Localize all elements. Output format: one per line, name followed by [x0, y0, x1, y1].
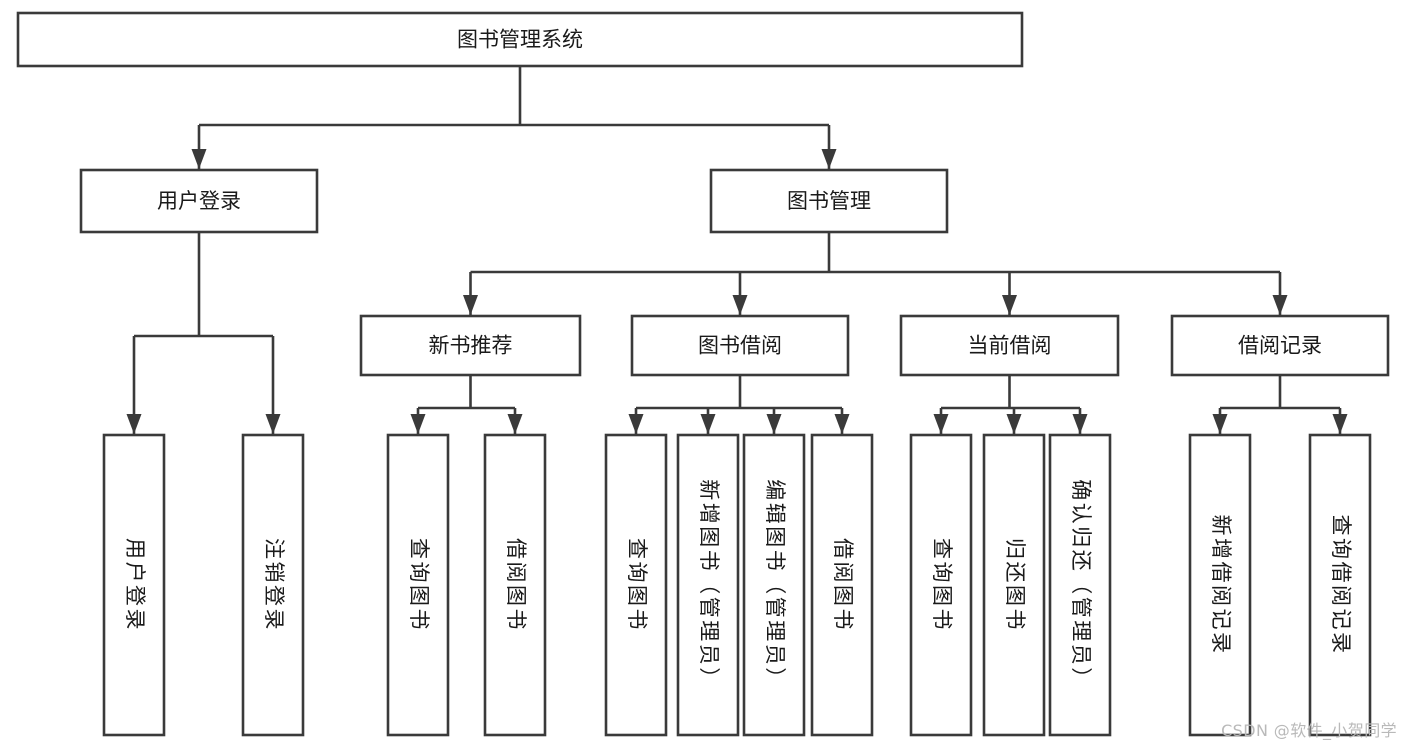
node-box — [79, 168, 319, 234]
arrow-head-icon — [628, 414, 644, 434]
arrow-head-icon — [191, 149, 207, 169]
leaf-box — [742, 433, 806, 737]
arrow-head-icon — [265, 414, 281, 434]
leaf-label: 查询图书 — [407, 538, 431, 632]
arrow-head-icon — [410, 414, 426, 434]
arrow-head-icon — [933, 414, 949, 434]
node-label: 图书管理 — [787, 189, 871, 213]
node-box — [630, 314, 850, 377]
leaf-label: 查询图书 — [625, 538, 649, 632]
node-borrow-record[interactable]: 借阅记录 — [1170, 314, 1390, 377]
node-box — [1170, 314, 1390, 377]
leaf-box — [483, 433, 547, 737]
node-leaf-query-book-2[interactable]: 查询图书 — [604, 433, 668, 737]
node-label: 图书管理系统 — [457, 28, 583, 52]
node-new-book-recommend[interactable]: 新书推荐 — [359, 314, 582, 377]
node-box — [899, 314, 1120, 377]
arrow-head-icon — [1072, 414, 1088, 434]
node-leaf-borrow-book-2[interactable]: 借阅图书 — [810, 433, 874, 737]
leaf-label: 编辑图书（管理员） — [763, 479, 787, 691]
arrow-head-icon — [732, 295, 748, 315]
node-leaf-query-book-3[interactable]: 查询图书 — [909, 433, 973, 737]
arrow-head-icon — [1212, 414, 1228, 434]
leaf-label: 新增借阅记录 — [1209, 515, 1233, 656]
leaf-label: 确认归还（管理员） — [1069, 479, 1093, 691]
node-leaf-edit-book[interactable]: 编辑图书（管理员） — [742, 433, 806, 737]
arrow-head-icon — [700, 414, 716, 434]
node-current-borrow[interactable]: 当前借阅 — [899, 314, 1120, 377]
leaf-box — [676, 433, 740, 737]
arrow-head-icon — [834, 414, 850, 434]
arrow-head-icon — [463, 295, 478, 315]
leaf-box — [102, 433, 166, 737]
node-user-login[interactable]: 用户登录 — [79, 168, 319, 234]
leaf-label: 借阅图书 — [831, 538, 855, 632]
arrow-head-icon — [1002, 295, 1017, 315]
node-leaf-query-book-1[interactable]: 查询图书 — [386, 433, 450, 737]
node-leaf-query-record[interactable]: 查询借阅记录 — [1308, 433, 1372, 737]
leaf-label: 查询借阅记录 — [1329, 515, 1353, 656]
arrow-head-icon — [507, 414, 523, 434]
arrow-head-icon — [126, 414, 142, 434]
watermark-text: CSDN @软件_小贺同学 — [1221, 721, 1397, 740]
node-leaf-add-book[interactable]: 新增图书（管理员） — [676, 433, 740, 737]
arrow-head-icon — [821, 149, 837, 169]
leaf-label: 用户登录 — [123, 538, 147, 632]
arrow-head-icon — [766, 414, 782, 434]
node-label: 当前借阅 — [968, 334, 1052, 358]
node-label: 图书借阅 — [698, 334, 782, 358]
leaf-label: 借阅图书 — [504, 538, 528, 632]
leaf-label: 查询图书 — [930, 538, 954, 632]
leaf-box — [1048, 433, 1112, 737]
node-box — [16, 11, 1024, 68]
leaf-box — [1188, 433, 1252, 737]
leaf-box — [909, 433, 973, 737]
leaf-label: 归还图书 — [1003, 538, 1027, 632]
leaf-box — [241, 433, 305, 737]
node-leaf-confirm-return[interactable]: 确认归还（管理员） — [1048, 433, 1112, 737]
leaf-box — [604, 433, 668, 737]
node-book-borrow[interactable]: 图书借阅 — [630, 314, 850, 377]
leaf-label: 新增图书（管理员） — [697, 479, 721, 691]
arrow-head-icon — [1006, 414, 1022, 434]
node-box — [709, 168, 949, 234]
node-leaf-user-login[interactable]: 用户登录 — [102, 433, 166, 737]
node-leaf-logout[interactable]: 注销登录 — [241, 433, 305, 737]
node-boxes: 图书管理系统用户登录图书管理新书推荐图书借阅当前借阅借阅记录用户登录注销登录查询… — [16, 11, 1390, 737]
node-root-root[interactable]: 图书管理系统 — [16, 11, 1024, 68]
leaf-box — [810, 433, 874, 737]
leaf-label: 注销登录 — [262, 538, 286, 632]
arrow-head-icon — [1332, 414, 1348, 434]
node-label: 用户登录 — [157, 189, 241, 213]
leaf-box — [386, 433, 450, 737]
node-label: 新书推荐 — [429, 334, 513, 358]
node-leaf-add-record[interactable]: 新增借阅记录 — [1188, 433, 1252, 737]
connector-lines — [126, 66, 1348, 434]
node-leaf-return-book[interactable]: 归还图书 — [982, 433, 1046, 737]
leaf-box — [1308, 433, 1372, 737]
leaf-box — [982, 433, 1046, 737]
node-label: 借阅记录 — [1238, 334, 1322, 358]
arrow-head-icon — [1272, 295, 1288, 315]
node-box — [359, 314, 582, 377]
node-book-manage[interactable]: 图书管理 — [709, 168, 949, 234]
node-leaf-borrow-book-1[interactable]: 借阅图书 — [483, 433, 547, 737]
